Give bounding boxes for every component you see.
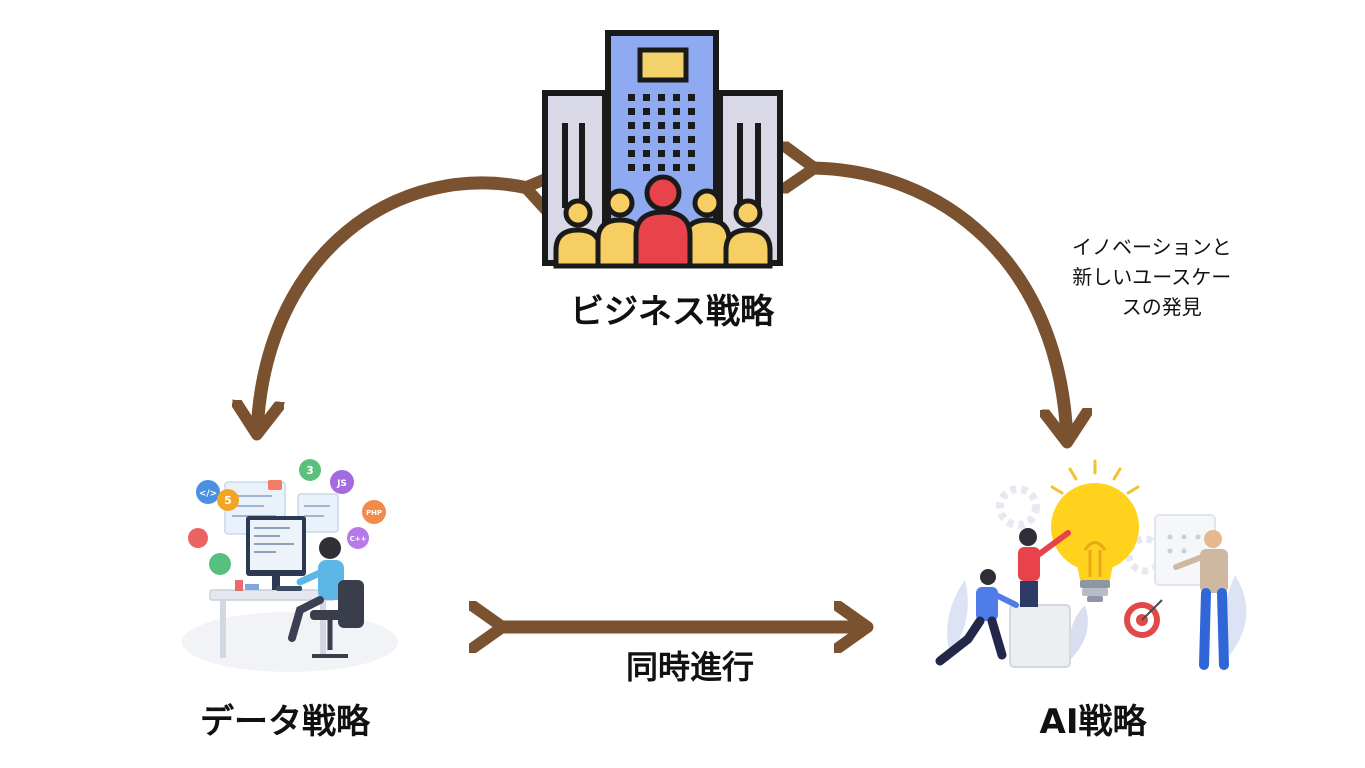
building-window bbox=[628, 108, 635, 115]
ai-lightbulb-team-icon bbox=[935, 459, 1247, 670]
arrow-business-ai bbox=[812, 168, 1067, 440]
arrow-business-data bbox=[257, 183, 528, 432]
building-window bbox=[673, 150, 680, 157]
dev-badge: 5 bbox=[224, 494, 232, 507]
building-window bbox=[673, 108, 680, 115]
building-window bbox=[658, 122, 665, 129]
building-window bbox=[628, 122, 635, 129]
building-window bbox=[673, 122, 680, 129]
dev-badge: 3 bbox=[306, 464, 314, 477]
building-window bbox=[643, 122, 650, 129]
developer-workspace-icon: </> 5 3 JS PHP C++ bbox=[182, 459, 398, 672]
building-window bbox=[658, 108, 665, 115]
building-window bbox=[628, 150, 635, 157]
building-window bbox=[688, 164, 695, 171]
edge-label-data-ai: 同時進行 bbox=[625, 648, 755, 686]
building-window bbox=[673, 164, 680, 171]
building-window bbox=[673, 94, 680, 101]
building-window bbox=[643, 94, 650, 101]
building-window bbox=[688, 136, 695, 143]
dev-badge: JS bbox=[336, 479, 347, 489]
edge-label-line: 新しいユースケー bbox=[1072, 265, 1232, 289]
building-window bbox=[658, 136, 665, 143]
building-window bbox=[658, 94, 665, 101]
node-label-ai: AI戦略 bbox=[1039, 702, 1147, 742]
node-label-business: ビジネス戦略 bbox=[570, 292, 774, 332]
building-window bbox=[688, 108, 695, 115]
building-window bbox=[673, 136, 680, 143]
building-window bbox=[688, 122, 695, 129]
node-label-data: データ戦略 bbox=[200, 702, 370, 742]
edge-label-line: スの発見 bbox=[1121, 295, 1202, 319]
building-window bbox=[688, 150, 695, 157]
building-window bbox=[688, 94, 695, 101]
building-window bbox=[643, 150, 650, 157]
building-window bbox=[658, 150, 665, 157]
dev-badge: PHP bbox=[366, 509, 382, 517]
dev-badge: </> bbox=[199, 489, 217, 499]
dev-badge: C++ bbox=[350, 535, 367, 543]
edge-label-business-ai: イノベーションと 新しいユースケー スの発見 bbox=[1072, 232, 1232, 322]
building-window bbox=[643, 164, 650, 171]
building-window bbox=[643, 108, 650, 115]
edge-label-line: イノベーションと bbox=[1072, 235, 1232, 259]
building-window bbox=[628, 94, 635, 101]
building-window bbox=[658, 164, 665, 171]
office-building-people-icon bbox=[542, 30, 783, 269]
building-window bbox=[628, 136, 635, 143]
building-window bbox=[643, 136, 650, 143]
building-window bbox=[628, 164, 635, 171]
